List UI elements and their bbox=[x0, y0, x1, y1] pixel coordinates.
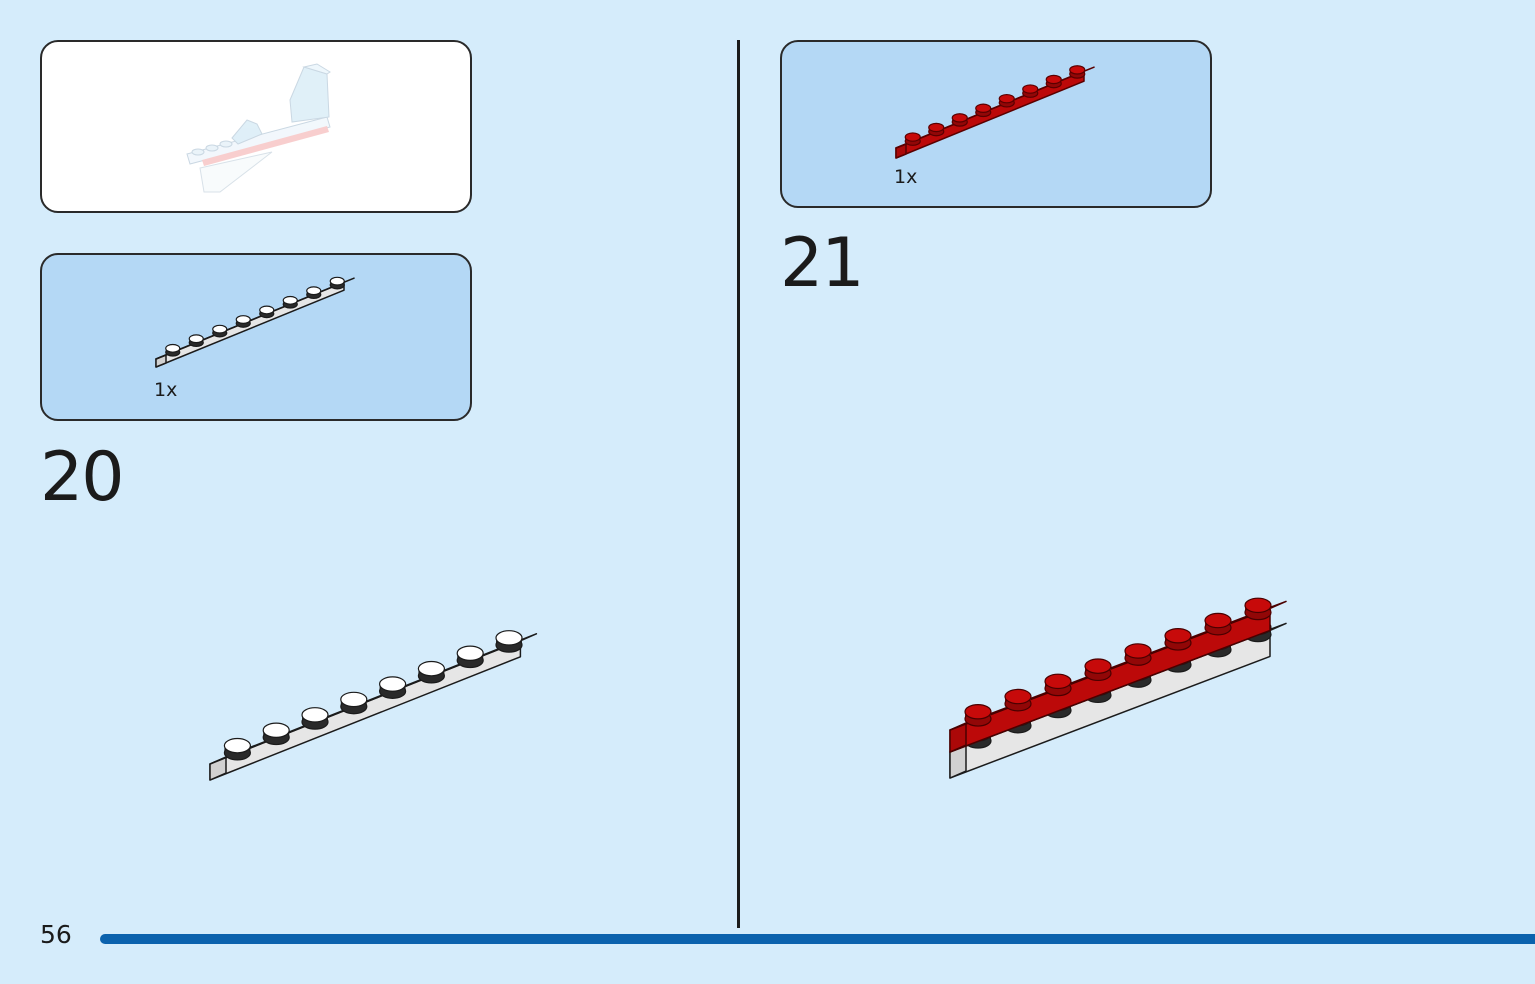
white-plate-1x8-build-illustration bbox=[209, 630, 538, 781]
stud bbox=[188, 334, 204, 348]
model-context-panel bbox=[40, 40, 472, 213]
faded-model-illustration bbox=[186, 63, 331, 193]
stud bbox=[456, 645, 484, 669]
stud-top bbox=[235, 315, 251, 325]
stud bbox=[306, 286, 322, 300]
page-number: 56 bbox=[40, 920, 72, 949]
stud bbox=[964, 703, 992, 727]
stud-top bbox=[262, 722, 290, 738]
white-plate-icon-top-face bbox=[155, 277, 355, 360]
step-number-20: 20 bbox=[40, 438, 125, 517]
red-plate-1x8-part-icon bbox=[895, 65, 1095, 159]
stud-top bbox=[417, 660, 445, 677]
stud-top bbox=[282, 295, 298, 305]
part-quantity: 1x bbox=[894, 166, 918, 188]
stud bbox=[340, 691, 368, 715]
stud-top bbox=[379, 676, 407, 692]
stud bbox=[1124, 643, 1152, 666]
stud bbox=[212, 324, 228, 338]
stud bbox=[259, 305, 275, 319]
stud-top bbox=[998, 93, 1015, 104]
stud bbox=[1044, 673, 1072, 697]
red-top-plate bbox=[949, 597, 1287, 753]
stud bbox=[417, 660, 445, 684]
stud bbox=[1045, 74, 1062, 89]
stud-top bbox=[904, 132, 921, 142]
stud bbox=[1244, 597, 1272, 621]
part-quantity: 1x bbox=[154, 379, 178, 401]
stud-top bbox=[1045, 74, 1062, 85]
stud-top bbox=[1069, 65, 1086, 75]
stud bbox=[223, 737, 251, 761]
stud bbox=[1164, 627, 1192, 651]
stud bbox=[235, 315, 251, 328]
white-plate-large-top-face bbox=[209, 633, 538, 765]
stud-top bbox=[306, 286, 322, 296]
stud bbox=[282, 295, 298, 309]
red-plate-icon bbox=[895, 65, 1095, 159]
stud-top bbox=[928, 122, 945, 133]
parts-list-panel-step-20: 1x bbox=[40, 253, 472, 421]
stud-top bbox=[1124, 643, 1152, 659]
stud-top bbox=[165, 343, 181, 353]
stud bbox=[951, 113, 968, 127]
stud bbox=[1084, 658, 1112, 682]
red-plate-icon-top-face bbox=[895, 66, 1095, 149]
stud bbox=[379, 676, 407, 699]
stud-top bbox=[456, 645, 484, 661]
stud bbox=[1204, 612, 1232, 636]
stud bbox=[998, 93, 1015, 108]
stud-top bbox=[1164, 627, 1192, 644]
stud bbox=[301, 707, 329, 730]
stud-top bbox=[975, 103, 992, 114]
stud-top bbox=[964, 703, 992, 720]
stud bbox=[165, 343, 181, 357]
stud bbox=[904, 132, 921, 146]
stud bbox=[495, 630, 523, 653]
stud bbox=[928, 122, 945, 137]
stud-top bbox=[301, 707, 329, 723]
stud bbox=[1069, 65, 1086, 79]
stud-top bbox=[495, 630, 523, 646]
white-plate-large bbox=[209, 630, 538, 781]
parts-list-panel-step-21: 1x bbox=[780, 40, 1212, 208]
white-plate-icon bbox=[155, 276, 355, 368]
stud-top bbox=[223, 737, 251, 754]
stud bbox=[975, 103, 992, 118]
stud-top bbox=[1044, 673, 1072, 690]
step-number-21: 21 bbox=[780, 224, 865, 303]
step-divider bbox=[737, 40, 740, 928]
stud-top bbox=[1004, 688, 1032, 705]
stud-top bbox=[212, 324, 228, 334]
stud-top bbox=[259, 305, 275, 315]
stud bbox=[1004, 688, 1032, 712]
stud-top bbox=[1204, 612, 1232, 629]
stud bbox=[262, 722, 290, 746]
stud-top bbox=[340, 691, 368, 708]
white-plate-1x8-part-icon bbox=[155, 276, 355, 368]
stud-top bbox=[1244, 597, 1272, 614]
stud-top bbox=[188, 334, 204, 344]
page-footer-bar bbox=[100, 934, 1535, 944]
stud bbox=[329, 276, 345, 290]
stud-top bbox=[329, 276, 345, 286]
red-top-plate-top-face bbox=[949, 600, 1287, 731]
stud-top bbox=[1022, 84, 1039, 94]
stud-top bbox=[951, 113, 968, 123]
stud bbox=[1022, 84, 1039, 98]
stud-top bbox=[1084, 658, 1112, 674]
